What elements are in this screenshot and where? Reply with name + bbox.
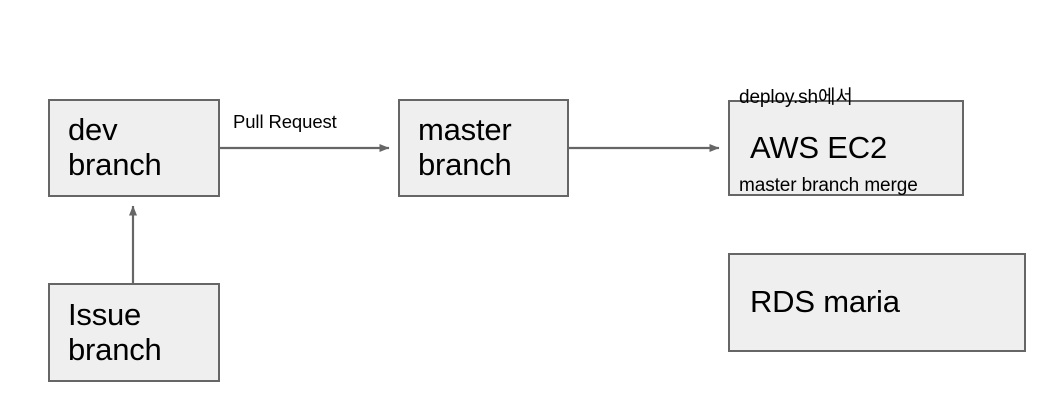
node-dev-branch[interactable]: dev branch bbox=[48, 99, 220, 197]
annotation-deploy: deploy.sh에서 master branch merge bbox=[739, 24, 918, 260]
edge-label-pull-request: Pull Request bbox=[233, 111, 337, 132]
annotation-deploy-line-2: master branch merge bbox=[739, 175, 918, 197]
annotation-deploy-line-1: deploy.sh에서 bbox=[739, 86, 853, 108]
node-rds-maria-label: RDS maria bbox=[750, 284, 900, 320]
node-aws-ec2[interactable]: AWS EC2 bbox=[728, 100, 964, 196]
node-dev-branch-line-2: branch bbox=[68, 147, 162, 182]
node-rds-maria[interactable]: RDS maria bbox=[728, 253, 1026, 352]
node-aws-ec2-label: AWS EC2 bbox=[750, 129, 887, 165]
node-master-branch[interactable]: master branch bbox=[398, 99, 569, 197]
node-dev-branch-line-1: dev bbox=[68, 112, 118, 148]
node-issue-branch-line-1: Issue bbox=[68, 296, 142, 332]
node-issue-branch[interactable]: Issue branch bbox=[48, 283, 220, 382]
node-master-branch-line-1: master bbox=[418, 112, 512, 148]
node-issue-branch-line-2: branch bbox=[68, 331, 162, 367]
node-master-branch-line-2: branch bbox=[418, 147, 512, 182]
